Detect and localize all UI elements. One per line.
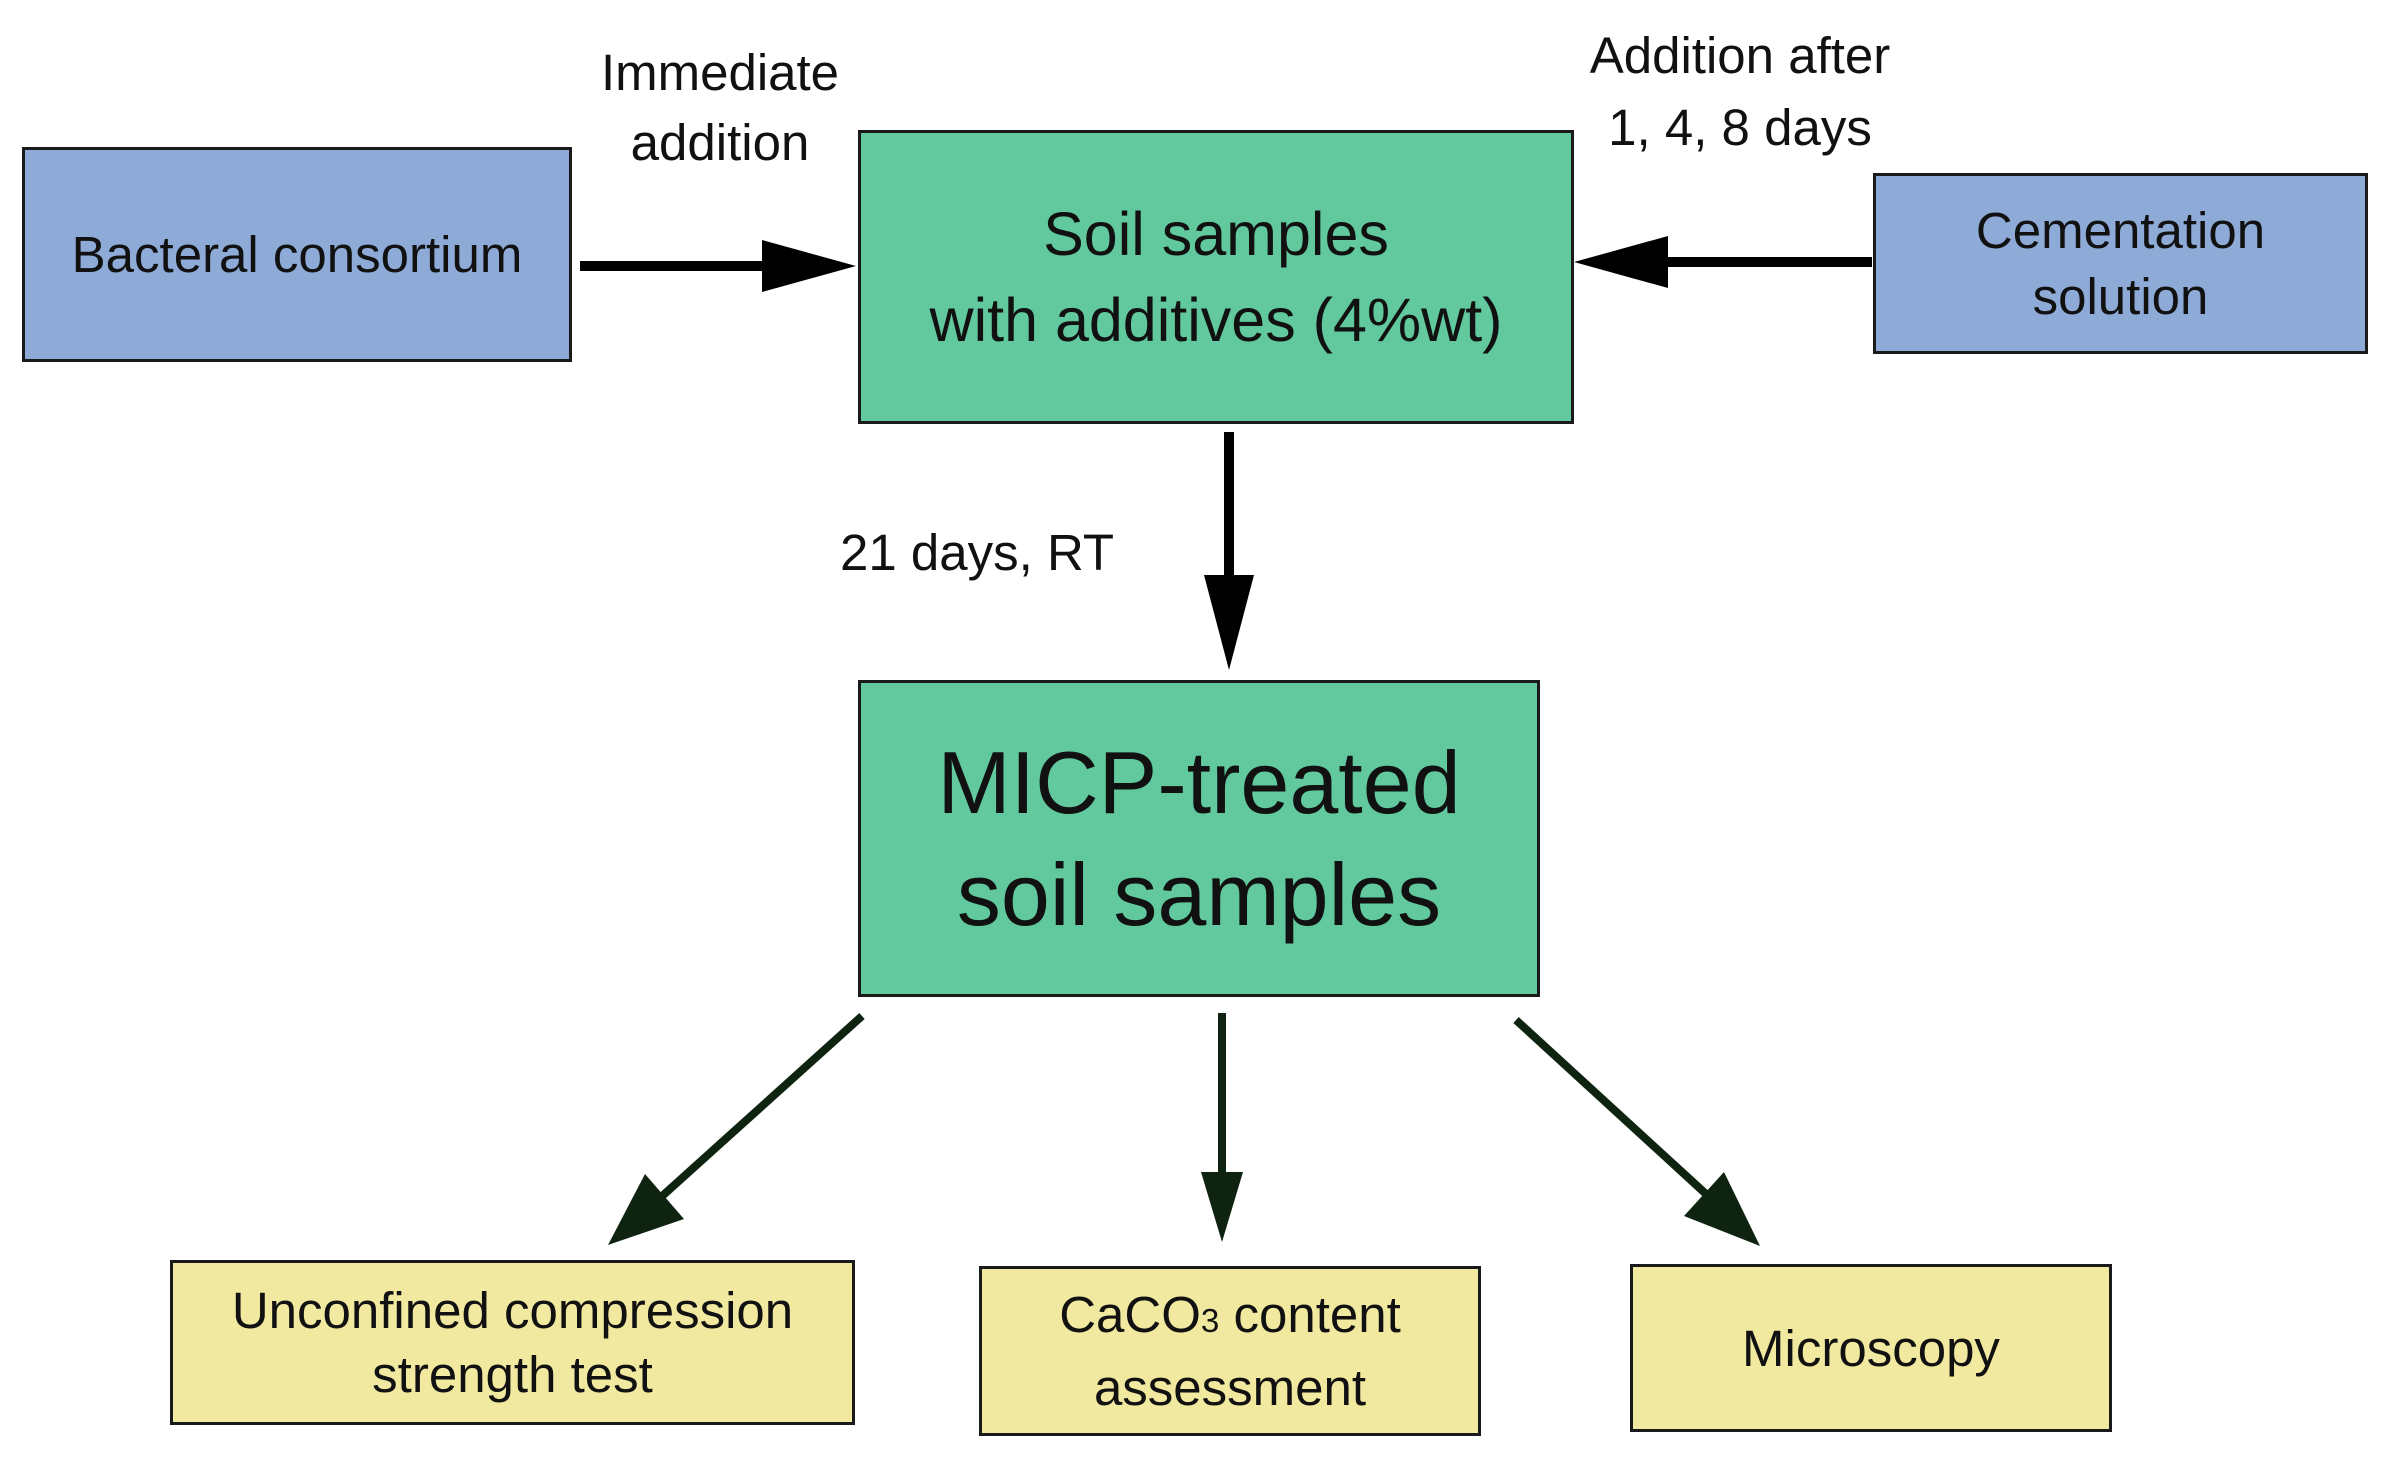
arrow-micp-to-microscopy [1513,1017,1760,1246]
soil-samples-line2: with additives (4%wt) [929,286,1503,354]
soil-samples-box: Soil samples with additives (4%wt) [858,130,1574,424]
caco3-suffix: content [1219,1285,1401,1343]
arrow-bacterial-to-soil [580,240,856,292]
caco3-line2: assessment [1093,1358,1367,1416]
caco3-subscript: 3 [1200,1302,1220,1340]
micp-line1: MICP-treated [937,732,1461,832]
addition-after-line1: Addition after [1589,27,1891,84]
microscopy-label: Microscopy [1742,1319,2000,1377]
cementation-label-line2: solution [2032,267,2209,325]
arrow-soil-to-micp [1204,432,1254,670]
ucs-test-box: Unconfined compression strength test [170,1260,855,1425]
microscopy-box: Microscopy [1630,1264,2112,1432]
caco3-line1: CaCO3 content [1059,1282,1401,1355]
bacterial-consortium-box: Bacteral consortium [22,147,572,362]
incubation-text: 21 days, RT [840,524,1115,581]
arrow-micp-to-caco3 [1201,1013,1243,1242]
immediate-line1: Immediate [600,44,840,101]
incubation-label: 21 days, RT [840,518,1170,588]
arrow-micp-to-ucs [608,1013,865,1245]
caco3-formula: CaCO [1059,1285,1201,1343]
ucs-line1: Unconfined compression [231,1281,794,1339]
micp-treated-box: MICP-treated soil samples [858,680,1540,997]
arrow-cementation-to-soil [1574,236,1872,288]
addition-after-line2: 1, 4, 8 days [1608,99,1872,156]
cementation-solution-box: Cementation solution [1873,173,2368,354]
ucs-line2: strength test [372,1345,653,1403]
cementation-label-line1: Cementation [1975,201,2266,259]
caco3-content-box: CaCO3 content assessment [979,1266,1481,1436]
bacterial-consortium-label: Bacteral consortium [71,226,523,283]
immediate-line2: addition [630,114,810,171]
micp-line2: soil samples [956,844,1442,944]
immediate-addition-label: Immediate addition [560,38,880,178]
addition-after-label: Addition after 1, 4, 8 days [1540,20,1940,164]
soil-samples-line1: Soil samples [1043,200,1389,268]
